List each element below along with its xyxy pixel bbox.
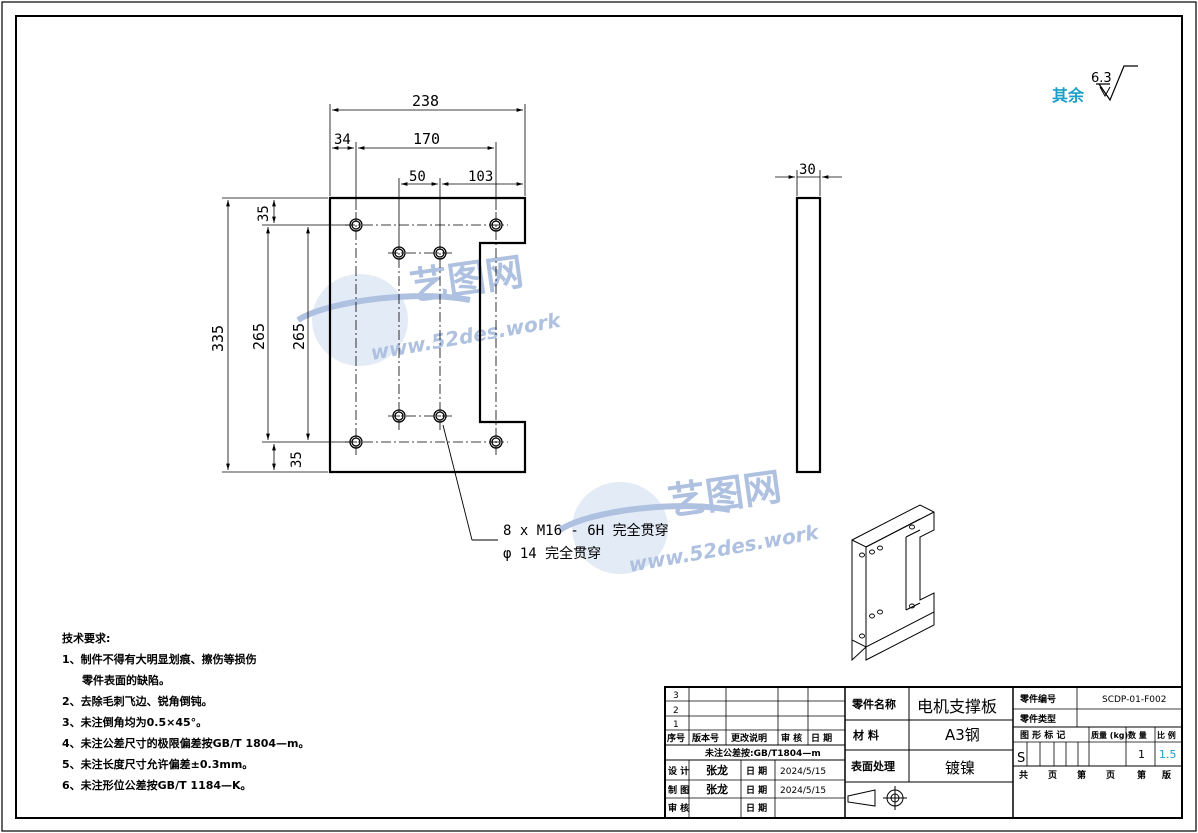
rev-header-review: 审 核 — [781, 732, 802, 744]
technical-requirements: 技术要求: 1、制件不得有大明显划痕、擦伤等损伤 零件表面的缺陷。 2、去除毛刺… — [62, 628, 310, 796]
dim-hole-pitch-a: 265 — [250, 323, 268, 350]
hole — [392, 409, 406, 423]
tech-item-2: 2、去除毛刺飞边、锐角倒钝。 — [62, 695, 213, 708]
part-name-label: 零件名称 — [851, 697, 896, 711]
rev-row-3: 3 — [673, 691, 679, 701]
page-label-2: 页 — [1106, 770, 1115, 781]
tech-item-3: 3、未注倒角均为0.5×45°。 — [62, 716, 208, 729]
hole — [433, 409, 447, 423]
tech-item-1: 1、制件不得有大明显划痕、擦伤等损伤 — [62, 653, 257, 666]
part-no: SCDP-01-F002 — [1102, 695, 1166, 705]
tech-item-1-cont: 零件表面的缺陷。 — [82, 674, 170, 687]
material: A3钢 — [945, 726, 980, 744]
mark-value: S — [1017, 751, 1025, 766]
part-name: 电机支撑板 — [917, 697, 997, 716]
globe-logo-icon-2 — [572, 482, 668, 574]
projection-symbol-icon — [847, 786, 907, 810]
rev-header-date: 日 期 — [811, 732, 832, 744]
draw-label: 制 图 — [668, 784, 689, 796]
left-dimensions — [222, 197, 350, 473]
centerlines — [345, 212, 508, 455]
scale-value: 1.5 — [1159, 748, 1177, 761]
design-date: 2024/5/15 — [780, 767, 826, 777]
callout-leader — [442, 424, 498, 541]
watermark-brand-2: 艺图网 — [665, 464, 784, 523]
callout-thread: 8 x M16 - 6H 完全贯穿 — [503, 522, 669, 539]
roughness-symbol-icon — [1096, 65, 1138, 102]
callout-diameter: φ 14 完全贯穿 — [503, 545, 601, 562]
review-date-label: 日 期 — [746, 802, 767, 814]
hole — [489, 218, 503, 232]
hole — [392, 246, 406, 260]
tech-item-5: 5、未注长度尺寸允许偏差±0.3mm。 — [62, 758, 254, 771]
front-view — [328, 196, 527, 474]
tech-item-4: 4、未注公差尺寸的极限偏差按GB/T 1804—m。 — [62, 737, 310, 750]
rev-header-desc: 更改说明 — [731, 732, 767, 744]
version-label: 第 — [1137, 769, 1146, 781]
dim-hole-span: 170 — [413, 130, 440, 148]
drafter-name: 张龙 — [706, 782, 728, 796]
side-view: 30 — [775, 162, 842, 474]
watermark-brand: 艺图网 — [407, 249, 526, 308]
hole — [433, 246, 447, 260]
sheet-label: 页 — [1048, 770, 1057, 781]
weight-label: 质量 (kg) — [1091, 730, 1128, 740]
dim-height: 335 — [209, 325, 227, 352]
roughness-label: 其余 — [1052, 86, 1085, 105]
dim-thickness: 30 — [799, 162, 816, 178]
rev-header-no: 序号 — [667, 732, 685, 744]
inner-border — [15, 15, 1183, 819]
rev-row-1: 1 — [673, 720, 679, 730]
review-label: 审 核 — [668, 802, 689, 814]
top-dimensions — [329, 104, 526, 240]
watermark-1: 艺图网 www.52des.work — [296, 249, 564, 366]
part-no-label: 零件编号 — [1019, 693, 1056, 705]
holes — [349, 218, 503, 449]
dim-hole-pitch-b: 265 — [290, 323, 308, 350]
dim-inner-span: 50 — [409, 169, 426, 185]
hole — [489, 435, 503, 449]
total-label: 共 — [1019, 769, 1028, 781]
dim-right-offset: 103 — [468, 169, 493, 185]
rev-row-2: 2 — [673, 706, 679, 716]
tolerance-note: 未注公差按:GB/T1804—m — [704, 747, 821, 759]
design-label: 设 计 — [668, 765, 689, 777]
dim-left-offset: 34 — [334, 132, 351, 148]
isometric-view — [851, 504, 935, 662]
mark-label: 图 形 标 记 — [1020, 729, 1065, 741]
version-label-2: 版 — [1161, 769, 1171, 781]
scale-label: 比 例 — [1157, 730, 1176, 740]
title-block: 3 2 1 序号 版本号 更改说明 审 核 日 期 未注公差按:GB/T1804… — [664, 686, 1183, 819]
plate-outline — [328, 196, 527, 474]
qty-value: 1 — [1138, 748, 1145, 761]
dim-bottom-margin: 35 — [289, 451, 305, 468]
dim-overall-width: 238 — [412, 92, 439, 110]
rev-header-version: 版本号 — [691, 732, 719, 744]
designer-name: 张龙 — [706, 763, 728, 777]
qty-label: 数 量 — [1128, 730, 1147, 740]
design-date-label: 日 期 — [746, 765, 767, 777]
page-label: 第 — [1077, 769, 1086, 781]
surface-treatment: 镀镍 — [945, 759, 975, 777]
surface-label: 表面处理 — [850, 759, 895, 773]
roughness-value: 6.3 — [1091, 71, 1112, 86]
side-profile — [795, 196, 822, 474]
draw-date: 2024/5/15 — [780, 786, 826, 796]
draw-date-label: 日 期 — [746, 784, 767, 796]
dim-top-margin: 35 — [256, 205, 272, 222]
part-type-label: 零件类型 — [1019, 713, 1056, 725]
tech-item-6: 6、未注形位公差按GB/T 1184—K。 — [62, 779, 252, 792]
tech-title: 技术要求: — [62, 632, 111, 645]
roughness-note: 其余 6.3 — [1052, 65, 1138, 105]
material-label: 材 料 — [853, 728, 879, 742]
